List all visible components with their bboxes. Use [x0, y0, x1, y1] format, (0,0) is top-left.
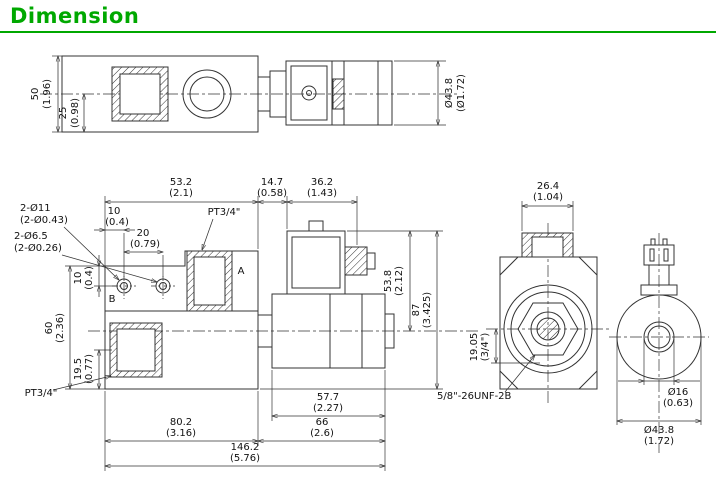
dim-50: 50 (1.96): [30, 55, 63, 133]
dim-538-in: (2.12): [394, 266, 405, 296]
dim-1462-in: (5.76): [230, 453, 260, 464]
cbore-label-mm: 2-Ø11: [20, 202, 51, 214]
dim-dia16-mm: Ø16: [668, 386, 689, 398]
page-header: Dimension: [0, 0, 716, 33]
dim-532-mm: 53.2: [170, 177, 192, 188]
dim-264-in: (1.04): [533, 192, 563, 203]
dim-60-in: (2.36): [55, 313, 66, 343]
port-a-label: A: [238, 266, 245, 277]
dim-195-mm: 19.5: [73, 358, 84, 380]
dim-362-mm: 36.2: [311, 177, 333, 188]
dim-10-left: 10 (0.4): [73, 255, 118, 297]
dim-1462-mm: 146.2: [231, 442, 260, 453]
coil-side: [331, 60, 393, 126]
port-opening: [182, 69, 232, 119]
dim-87-mm: 87: [411, 304, 422, 317]
dim-1905-in: (3/4"): [480, 333, 491, 362]
dim-dia16-in: (0.63): [663, 398, 693, 409]
dim-dia438-mm: Ø43.8: [443, 78, 455, 108]
port-b-label: B: [109, 294, 116, 305]
dim-802-mm: 80.2: [170, 417, 192, 428]
dim-53-2: 53.2 (2.1): [104, 177, 259, 266]
view-side: 50 (1.96) 25 (0.98) Ø43.8 (Ø1.72): [30, 55, 467, 133]
dim-53-8: 53.8 (2.12): [347, 230, 443, 331]
dim-195-in: (0.77): [84, 354, 95, 384]
dim-dia438-in: (Ø1.72): [455, 74, 467, 112]
dim-19-05: 19.05 (3/4"): [469, 329, 540, 364]
dim-dia438c-in: (1.72): [644, 436, 674, 447]
label-pt34-bottom: PT3/4": [25, 376, 111, 399]
dim-577-mm: 57.7: [317, 392, 339, 403]
pin-tip-1: [650, 238, 656, 246]
dim-20-mm: 20: [137, 228, 150, 239]
dim-10b-in: (0.4): [84, 266, 95, 290]
dim-36-2: 36.2 (1.43): [287, 177, 358, 245]
dim-146-2: 146.2 (5.76): [105, 442, 385, 466]
dim-10a-in: (0.4): [105, 217, 129, 228]
hole-label-in: (2-Ø0.26): [14, 242, 62, 254]
dim-25-in: (0.98): [70, 98, 81, 128]
cbore-label-in: (2-Ø0.43): [20, 214, 68, 226]
dim-66-mm: 66: [316, 417, 329, 428]
thread-label: 5/8"-26UNF-2B: [437, 391, 512, 402]
dim-802-in: (3.16): [166, 428, 196, 439]
dim-10b-mm: 10: [73, 272, 84, 285]
dim-25: 25 (0.98): [58, 94, 84, 132]
dim-57-7: 57.7 (2.27): [271, 370, 386, 471]
dim-147-in: (0.58): [257, 188, 287, 199]
dim-50-mm: 50: [30, 88, 41, 101]
dim-87-in: (3.425): [422, 292, 433, 329]
dim-66-in: (2.6): [310, 428, 334, 439]
pin-tip-2: [662, 238, 668, 246]
cable-gland: [344, 246, 368, 276]
dim-dia16: Ø16 (0.63): [618, 339, 700, 409]
view-front: A B 53.2 (2.1) 14.7 (0.58) 36.2 (1.43) P…: [14, 177, 478, 471]
dim-14-7: 14.7 (0.58): [257, 177, 288, 229]
label-counterbore: 2-Ø11 (2-Ø0.43): [20, 202, 119, 280]
label-pt34-top: PT3/4": [202, 207, 240, 250]
dim-25-mm: 25: [58, 107, 69, 120]
din-connector-side: [285, 60, 333, 126]
dim-50-in: (1.96): [42, 79, 53, 109]
page-title: Dimension: [10, 4, 140, 28]
dim-10a-mm: 10: [108, 206, 121, 217]
dim-20: 20 (0.79): [123, 228, 164, 277]
dim-dia438c-mm: Ø43.8: [644, 424, 674, 436]
dim-87: 87 (3.425): [260, 231, 443, 390]
dim-coil-diameter-side: Ø43.8 (Ø1.72): [394, 60, 467, 126]
dim-20-in: (0.79): [130, 239, 160, 250]
coil-bore: [643, 321, 675, 353]
dim-19-5: 19.5 (0.77): [73, 349, 112, 389]
dim-1905-mm: 19.05: [469, 333, 480, 362]
dim-dia438-coil: Ø43.8 (1.72): [616, 337, 702, 447]
view-coil: Ø16 (0.63) Ø43.8 (1.72): [609, 233, 709, 453]
dim-60-mm: 60: [44, 322, 55, 335]
dim-147-mm: 14.7: [261, 177, 283, 188]
dimension-drawing: 50 (1.96) 25 (0.98) Ø43.8 (Ø1.72): [14, 55, 709, 471]
dim-80-2: 80.2 (3.16): [104, 391, 258, 471]
pt34-bottom-label: PT3/4": [25, 388, 58, 399]
cartridge-bore: [503, 284, 593, 374]
din-connector-front: [286, 230, 346, 295]
dim-538-mm: 53.8: [383, 270, 394, 292]
view-end: 26.4 (1.04) 19.05 (3/4") 5/8"-26UNF-2B: [437, 181, 612, 405]
hex-nut-end: [517, 302, 579, 356]
dim-362-in: (1.43): [307, 188, 337, 199]
dim-66: 66 (2.6): [257, 391, 385, 446]
dim-577-in: (2.27): [313, 403, 343, 414]
label-hole: 2-Ø6.5 (2-Ø0.26): [14, 230, 157, 282]
dim-26-4: 26.4 (1.04): [521, 181, 574, 231]
dim-10-top: 10 (0.4): [94, 206, 135, 230]
hole-label-mm: 2-Ø6.5: [14, 230, 48, 242]
label-thread: 5/8"-26UNF-2B: [437, 355, 535, 402]
connector-screw: [301, 85, 317, 101]
terminal-screw: [308, 220, 324, 232]
pt34-top-label: PT3/4": [208, 207, 241, 218]
dim-532-in: (2.1): [169, 188, 193, 199]
dim-264-mm: 26.4: [537, 181, 559, 192]
